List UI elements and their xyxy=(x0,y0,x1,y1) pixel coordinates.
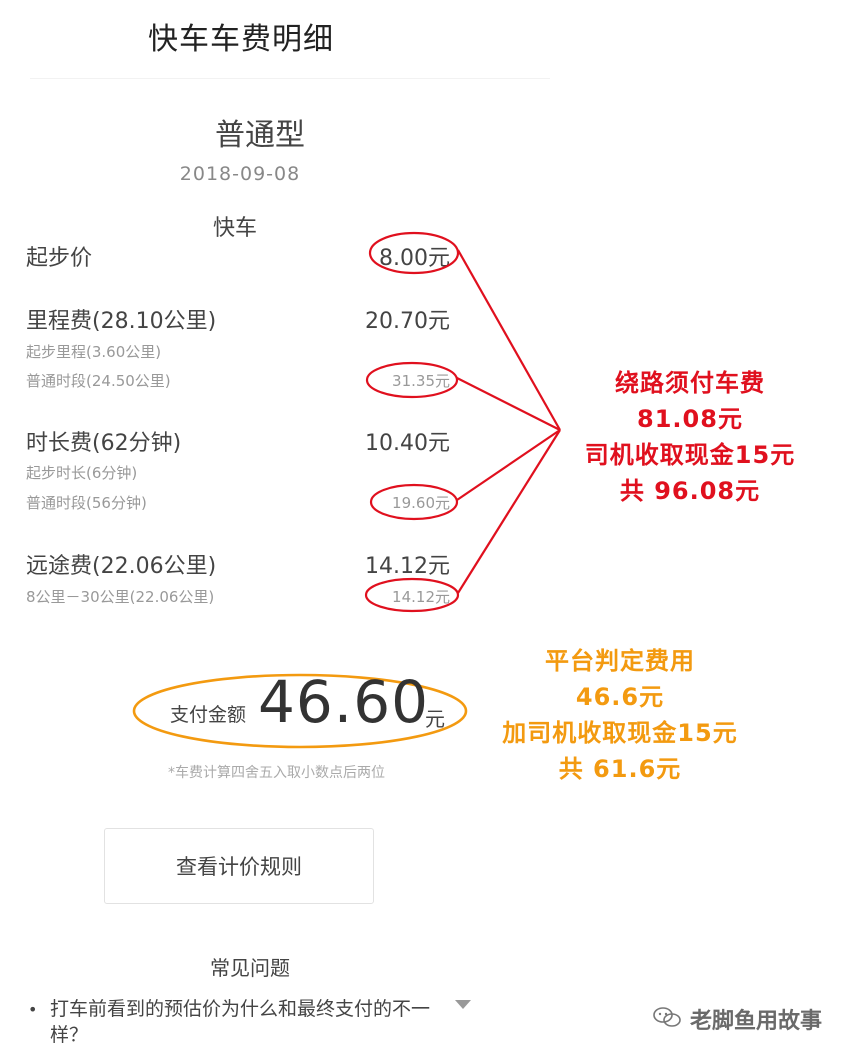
mileage-fee-label: 里程费(28.10公里) xyxy=(26,309,217,334)
circle-long-distance xyxy=(364,577,460,613)
circle-duration-normal xyxy=(369,483,459,521)
wechat-icon xyxy=(653,1007,681,1027)
view-pricing-rules-button[interactable]: 查看计价规则 xyxy=(104,828,374,904)
payment-amount: 46.60 xyxy=(258,668,430,736)
circle-payment xyxy=(132,673,468,749)
trip-date: 2018-09-08 xyxy=(179,163,301,185)
long-distance-sub-amount: 14.12元 xyxy=(392,588,450,606)
mileage-fee-amount: 20.70元 xyxy=(365,309,450,334)
car-type: 普通型 xyxy=(215,118,305,153)
line-duration-normal xyxy=(456,429,561,501)
detour-line-2: 81.08元 xyxy=(637,405,743,433)
detour-annotation: 绕路须付车费 81.08元 司机收取现金15元 共 96.08元 xyxy=(545,365,835,509)
duration-sub-normal-label: 普通时段(56分钟) xyxy=(26,494,147,512)
line-base-fare xyxy=(457,249,561,431)
detour-line-1: 绕路须付车费 xyxy=(615,369,765,397)
mileage-sub-start-label: 起步里程(3.60公里) xyxy=(26,343,162,361)
duration-fee-label: 时长费(62分钟) xyxy=(26,431,182,456)
duration-sub-start-label: 起步时长(6分钟) xyxy=(26,464,138,482)
watermark-text: 老脚鱼用故事 xyxy=(690,1009,823,1034)
circle-base-fare xyxy=(368,231,460,275)
line-mileage-normal xyxy=(456,377,561,431)
chevron-down-icon[interactable] xyxy=(455,1000,471,1009)
long-distance-fee-amount: 14.12元 xyxy=(365,554,450,579)
payment-unit: 元 xyxy=(425,707,445,731)
line-long-distance xyxy=(457,429,561,594)
mileage-sub-normal-amount: 31.35元 xyxy=(392,372,450,390)
detour-line-3: 司机收取现金15元 xyxy=(584,441,796,469)
faq-title: 常见问题 xyxy=(210,956,290,980)
long-distance-fee-label: 远途费(22.06公里) xyxy=(26,554,217,579)
detour-line-4: 共 96.08元 xyxy=(619,477,761,505)
platform-line-3: 加司机收取现金15元 xyxy=(502,719,738,747)
platform-line-1: 平台判定费用 xyxy=(545,647,695,675)
circle-mileage-normal xyxy=(365,361,459,399)
platform-line-4: 共 61.6元 xyxy=(558,755,682,783)
page-title: 快车车费明细 xyxy=(148,22,334,57)
platform-line-2: 46.6元 xyxy=(575,683,665,711)
duration-sub-normal-amount: 19.60元 xyxy=(392,494,450,512)
service-name: 快车 xyxy=(212,216,257,241)
payment-label: 支付金额 xyxy=(170,704,247,726)
faq-bullet-icon: • xyxy=(28,1000,38,1019)
platform-annotation: 平台判定费用 46.6元 加司机收取现金15元 共 61.6元 xyxy=(465,643,775,787)
long-distance-sub-label: 8公里－30公里(22.06公里) xyxy=(26,588,215,606)
base-fare-label: 起步价 xyxy=(26,246,93,271)
rounding-note: *车费计算四舍五入取小数点后两位 xyxy=(168,765,385,781)
base-fare-amount: 8.00元 xyxy=(379,246,450,271)
faq-item[interactable]: 打车前看到的预估价为什么和最终支付的不一样？ xyxy=(50,998,431,1046)
duration-fee-amount: 10.40元 xyxy=(365,431,450,456)
divider xyxy=(30,78,550,79)
mileage-sub-normal-label: 普通时段(24.50公里) xyxy=(26,372,171,390)
